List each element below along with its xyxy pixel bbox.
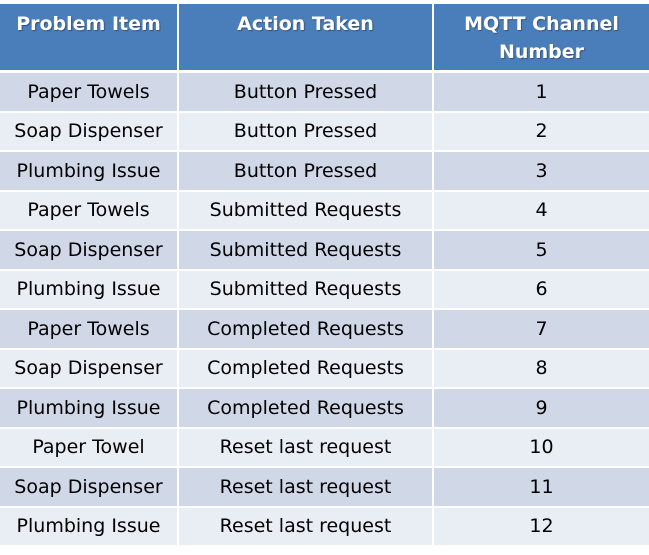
- cell-action-taken: Completed Requests: [178, 348, 434, 389]
- cell-problem-item: Soap Dispenser: [0, 348, 179, 389]
- cell-channel-number: 5: [433, 230, 649, 271]
- cell-channel-number: 4: [433, 190, 649, 231]
- cell-problem-item: Plumbing Issue: [0, 151, 179, 192]
- cell-channel-number: 11: [433, 467, 649, 508]
- cell-action-taken: Reset last request: [178, 427, 434, 468]
- table-row: Soap Dispenser Submitted Requests 5: [0, 230, 649, 271]
- table-row: Plumbing Issue Completed Requests 9: [0, 388, 649, 429]
- table-row: Plumbing Issue Button Pressed 3: [0, 151, 649, 192]
- cell-problem-item: Paper Towels: [0, 309, 179, 350]
- cell-problem-item: Paper Towels: [0, 71, 179, 113]
- cell-channel-number: 8: [433, 348, 649, 389]
- cell-problem-item: Soap Dispenser: [0, 230, 179, 271]
- cell-problem-item: Paper Towels: [0, 190, 179, 231]
- table-body: Paper Towels Button Pressed 1 Soap Dispe…: [0, 71, 649, 547]
- cell-action-taken: Completed Requests: [178, 388, 434, 429]
- table-row: Soap Dispenser Button Pressed 2: [0, 111, 649, 152]
- table-row: Paper Towels Completed Requests 7: [0, 309, 649, 350]
- mqtt-channel-table: Problem Item Action Taken MQTT Channel N…: [0, 4, 649, 547]
- cell-channel-number: 1: [433, 71, 649, 113]
- cell-action-taken: Button Pressed: [178, 151, 434, 192]
- cell-problem-item: Soap Dispenser: [0, 111, 179, 152]
- cell-channel-number: 3: [433, 151, 649, 192]
- cell-channel-number: 2: [433, 111, 649, 152]
- cell-action-taken: Reset last request: [178, 506, 434, 547]
- table-row: Paper Towels Submitted Requests 4: [0, 190, 649, 231]
- cell-problem-item: Plumbing Issue: [0, 506, 179, 547]
- cell-channel-number: 7: [433, 309, 649, 350]
- table-row: Soap Dispenser Completed Requests 8: [0, 348, 649, 389]
- cell-action-taken: Reset last request: [178, 467, 434, 508]
- table-row: Paper Towels Button Pressed 1: [0, 71, 649, 113]
- cell-action-taken: Submitted Requests: [178, 269, 434, 310]
- cell-action-taken: Button Pressed: [178, 111, 434, 152]
- cell-problem-item: Soap Dispenser: [0, 467, 179, 508]
- cell-action-taken: Button Pressed: [178, 71, 434, 113]
- table-row: Paper Towel Reset last request 10: [0, 427, 649, 468]
- cell-action-taken: Completed Requests: [178, 309, 434, 350]
- cell-channel-number: 10: [433, 427, 649, 468]
- header-problem-item: Problem Item: [0, 4, 179, 73]
- cell-action-taken: Submitted Requests: [178, 230, 434, 271]
- table-header-row: Problem Item Action Taken MQTT Channel N…: [0, 4, 649, 73]
- cell-channel-number: 12: [433, 506, 649, 547]
- cell-problem-item: Plumbing Issue: [0, 269, 179, 310]
- cell-problem-item: Paper Towel: [0, 427, 179, 468]
- header-mqtt-channel-number: MQTT Channel Number: [433, 4, 649, 73]
- header-action-taken: Action Taken: [178, 4, 434, 73]
- cell-problem-item: Plumbing Issue: [0, 388, 179, 429]
- table-row: Plumbing Issue Reset last request 12: [0, 506, 649, 547]
- cell-channel-number: 6: [433, 269, 649, 310]
- cell-channel-number: 9: [433, 388, 649, 429]
- table-row: Soap Dispenser Reset last request 11: [0, 467, 649, 508]
- table-row: Plumbing Issue Submitted Requests 6: [0, 269, 649, 310]
- cell-action-taken: Submitted Requests: [178, 190, 434, 231]
